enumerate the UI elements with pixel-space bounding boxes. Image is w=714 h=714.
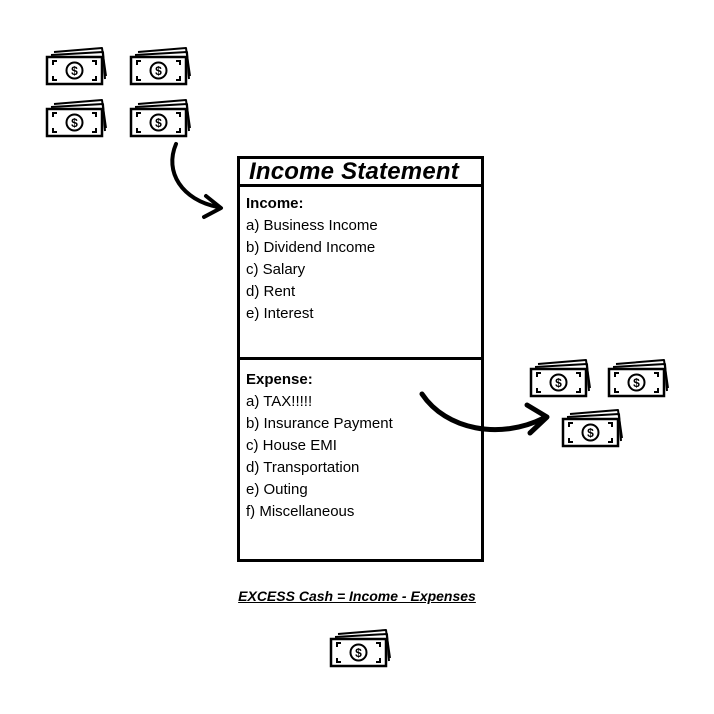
income-list: a) Business Income b) Dividend Income c)… [246,215,378,325]
dollar-bill-icon: $ [44,46,108,86]
dollar-bill-icon: $ [44,98,108,138]
income-statement-box: Income Statement Income: a) Business Inc… [237,156,484,562]
income-item: b) Dividend Income [246,239,376,256]
svg-text:$: $ [155,64,162,78]
expense-item: a) TAX!!!!! [246,393,313,410]
svg-text:$: $ [633,376,640,390]
svg-text:$: $ [71,116,78,130]
income-section: Income: a) Business Income b) Dividend I… [246,193,378,325]
expense-section: Expense: a) TAX!!!!! b) Insurance Paymen… [246,369,393,523]
expense-item: d) Transportation [246,459,360,476]
dollar-bill-icon: $ [128,46,192,86]
svg-text:$: $ [355,646,362,660]
expense-list: a) TAX!!!!! b) Insurance Payment c) Hous… [246,391,393,523]
income-item: d) Rent [246,283,296,300]
expense-item: c) House EMI [246,437,337,454]
section-divider [240,357,481,360]
svg-text:$: $ [587,426,594,440]
svg-text:$: $ [555,376,562,390]
income-item: a) Business Income [246,217,378,234]
svg-text:$: $ [71,64,78,78]
dollar-bill-icon: $ [528,358,592,398]
income-arrow-icon [170,142,223,219]
statement-title: Income Statement [240,159,481,187]
expense-item: e) Outing [246,481,308,498]
expense-heading: Expense: [246,371,313,388]
income-item: e) Interest [246,305,314,322]
svg-text:$: $ [155,116,162,130]
expense-item: b) Insurance Payment [246,415,393,432]
dollar-bill-icon: $ [328,628,392,668]
income-heading: Income: [246,195,304,212]
dollar-bill-icon: $ [128,98,192,138]
dollar-bill-icon: $ [606,358,670,398]
excess-cash-formula: EXCESS Cash = Income - Expenses [238,588,476,604]
expense-item: f) Miscellaneous [246,503,355,520]
dollar-bill-icon: $ [560,408,624,448]
income-item: c) Salary [246,261,306,278]
